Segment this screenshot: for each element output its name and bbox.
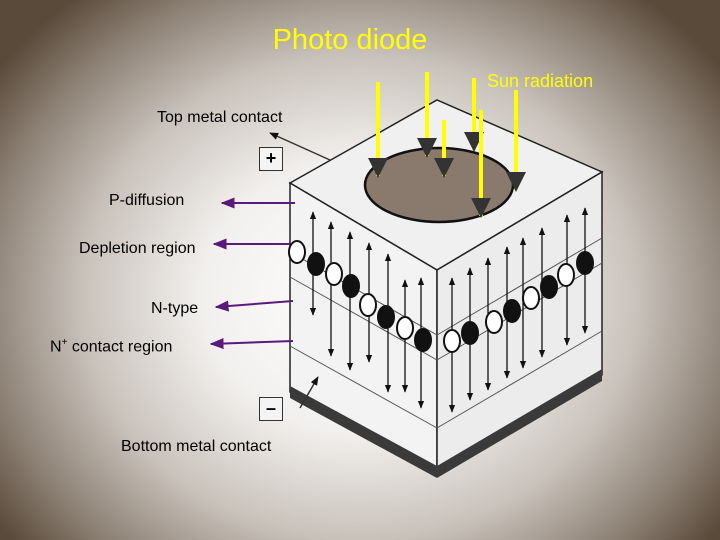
electron	[461, 321, 479, 345]
hole	[557, 263, 575, 287]
depletion-region-label: Depletion region	[79, 240, 196, 257]
bottom-contact-pointer	[299, 376, 319, 409]
n-plus-arrow	[209, 337, 294, 350]
hole	[325, 262, 343, 286]
sun-rays	[368, 72, 526, 218]
electron	[503, 299, 521, 323]
bottom-contact-band-left	[290, 386, 437, 478]
carriers	[288, 240, 594, 353]
hole	[288, 240, 306, 264]
n-plus-contact-label: N+ contact region	[50, 337, 173, 356]
n-type-arrow	[214, 300, 294, 312]
layer-line	[436, 330, 603, 429]
electron	[540, 275, 558, 299]
bottom-metal-contact-label: Bottom metal contact	[121, 438, 272, 455]
electron	[307, 252, 325, 276]
electron	[576, 251, 594, 275]
top-contact-pointer	[269, 132, 331, 161]
sun-radiation-label: Sun radiation	[487, 71, 594, 91]
electron	[377, 305, 395, 329]
hole	[443, 329, 461, 353]
hole	[485, 310, 503, 334]
n-type-label: N-type	[151, 300, 199, 317]
hole	[522, 286, 540, 310]
hole	[396, 316, 414, 340]
electron	[342, 274, 360, 298]
electron	[414, 328, 432, 352]
positive-terminal: +	[259, 147, 283, 171]
bottom-contact-band-right	[437, 369, 602, 478]
layer-line	[436, 237, 603, 336]
light-window	[363, 146, 515, 224]
page-title: Photo diode	[272, 24, 428, 56]
p-diffusion-label: P-diffusion	[109, 192, 185, 209]
hole	[359, 293, 377, 317]
layer-line	[289, 345, 438, 429]
top-metal-contact-label: Top metal contact	[157, 109, 283, 126]
negative-terminal: –	[259, 397, 283, 421]
